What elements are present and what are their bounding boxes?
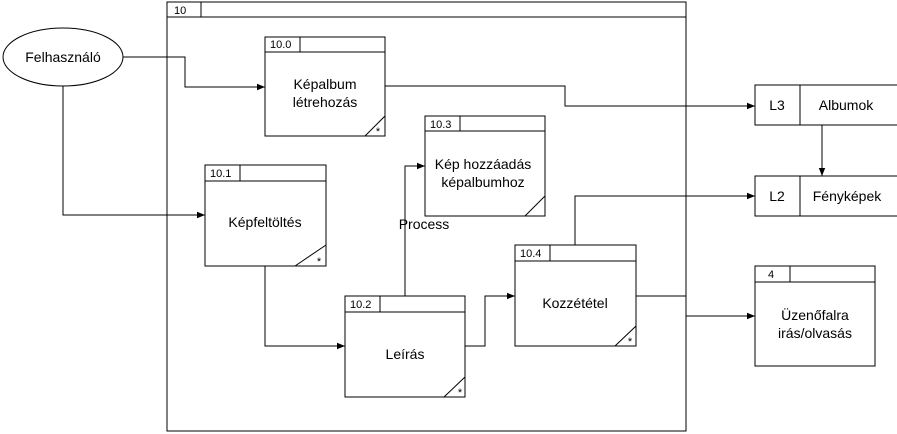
flow-10-0-to-l3[interactable]	[385, 85, 755, 110]
external-process-4-title-line2: irás/olvasás	[778, 325, 852, 341]
data-store-l3-border	[754, 84, 897, 126]
data-store-l3-label: Albumok	[819, 97, 874, 113]
process-10-4-star: *	[628, 336, 633, 348]
process-10-4-box	[514, 244, 637, 347]
flow-10-2-to-10-4[interactable]	[465, 292, 515, 347]
data-store-l3-id: L3	[769, 97, 785, 113]
data-store-l2-bg	[755, 176, 897, 216]
data-store-l2-label: Fényképek	[813, 188, 882, 204]
external-process-4-title-line1: Üzenőfalra	[781, 306, 849, 323]
process-10-2[interactable]: 10.2 Leírás *	[344, 295, 466, 399]
data-store-l3-bg	[755, 85, 897, 125]
process-10-1-star: *	[317, 256, 322, 268]
process-10-1-title: Képfeltöltés	[228, 214, 301, 230]
process-10-2-corner-mark	[443, 376, 466, 398]
process-10-3-corner-mark	[524, 195, 546, 217]
process-10-0-title-line2: létrehozás	[293, 94, 358, 110]
process-10-0-star: *	[376, 126, 381, 138]
flow-actor-to-10-0[interactable]	[123, 56, 265, 91]
process-10-4-id: 10.4	[520, 248, 541, 260]
process-10-3-title-line2: képalbumhoz	[441, 174, 524, 190]
data-store-l3[interactable]: L3 Albumok	[754, 84, 897, 126]
process-10-0-id: 10.0	[270, 39, 291, 51]
process-10-3-box	[424, 115, 546, 217]
process-10-4-title: Kozzététel	[542, 295, 607, 311]
flows	[62, 56, 826, 350]
process-10-4[interactable]: 10.4 Kozzététel *	[514, 244, 637, 348]
data-store-l2-id: L2	[769, 188, 785, 204]
process-10-1[interactable]: 10.1 Képfeltöltés *	[204, 164, 327, 268]
flow-10-1-to-10-2[interactable]	[264, 266, 345, 350]
process-10-1-corner-mark	[294, 244, 327, 267]
process-10-0-box	[264, 36, 386, 137]
flow-actor-to-10-1[interactable]	[62, 86, 205, 219]
process-10-3[interactable]: 10.3 Kép hozzáadás képalbumhoz	[424, 115, 546, 217]
external-process-4-box	[754, 265, 876, 367]
process-10-4-corner-mark	[614, 325, 637, 347]
flow-10-4-to-l2[interactable]	[574, 192, 755, 245]
outer-frame-id: 10	[174, 5, 186, 17]
external-process-4[interactable]: 4 Üzenőfalra irás/olvasás	[754, 265, 876, 367]
process-10-2-star: *	[458, 387, 463, 399]
process-10-0-corner-mark	[364, 115, 386, 137]
process-10-3-title-line1: Kép hozzáadás	[435, 156, 532, 172]
flow-10-4-to-4[interactable]	[636, 295, 755, 320]
process-10-3-id: 10.3	[430, 119, 451, 131]
flow-label-process: Process	[399, 216, 450, 232]
process-10-2-title: Leírás	[386, 346, 425, 362]
process-10-1-box	[204, 164, 327, 267]
data-store-l2[interactable]: L2 Fényképek	[754, 175, 897, 217]
process-10-1-id: 10.1	[210, 168, 231, 180]
flow-10-2-to-10-3[interactable]	[404, 162, 425, 296]
actor-label: Felhasználó	[25, 49, 101, 65]
process-10-2-id: 10.2	[350, 299, 371, 311]
process-10-0-title-line1: Képalbum	[293, 76, 356, 92]
actor-felhasznalo[interactable]: Felhasználó	[2, 27, 124, 87]
process-10-0[interactable]: 10.0 Képalbum létrehozás *	[264, 36, 386, 138]
external-process-4-id: 4	[768, 269, 774, 281]
